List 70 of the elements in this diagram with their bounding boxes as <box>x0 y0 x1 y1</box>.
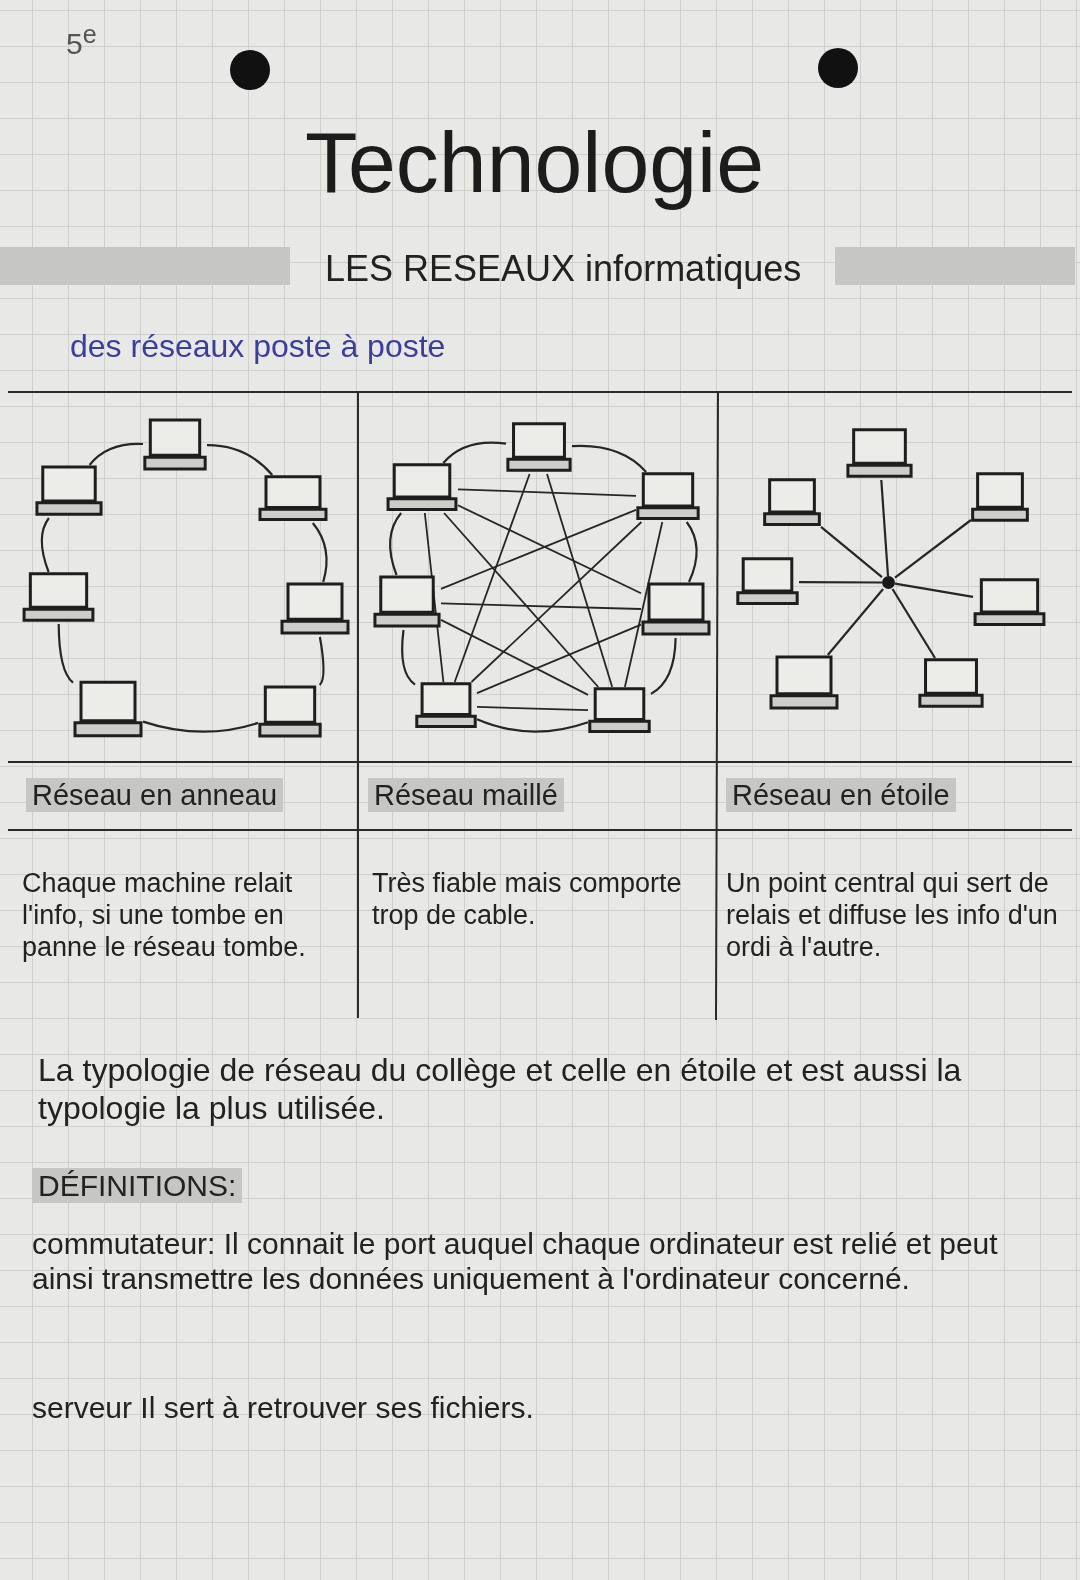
subtitle: LES RESEAUX informatiques <box>325 248 802 291</box>
grade-label: 5$^{e}$ <box>66 20 97 62</box>
network-cable <box>142 720 259 733</box>
laptop-icon <box>280 582 350 637</box>
network-cable <box>476 706 589 711</box>
network-cable <box>57 623 74 684</box>
network-cable <box>88 442 143 466</box>
network-cable <box>826 588 884 656</box>
network-cable <box>453 473 531 683</box>
laptop-icon <box>641 582 711 638</box>
network-cable <box>799 581 882 584</box>
description-text: Chaque machine relait l'info, si une tombe en panne le réseau tombe. <box>22 868 307 964</box>
hub-dot-icon <box>882 576 895 589</box>
network-cable <box>457 488 637 497</box>
laptop-icon <box>973 578 1046 628</box>
network-cable <box>476 718 589 733</box>
laptop-icon <box>846 428 913 480</box>
page-title: Technologie <box>305 113 765 212</box>
network-cable <box>442 441 507 464</box>
laptop-icon <box>763 478 821 528</box>
definitions-heading: DÉFINITIONS: <box>32 1168 243 1204</box>
network-cable <box>40 517 50 573</box>
laptop-icon <box>35 465 103 518</box>
network-cable <box>423 512 445 683</box>
network-cable <box>440 602 642 610</box>
network-cable <box>476 623 642 694</box>
network-cable <box>401 629 416 686</box>
paragraph-text: La typologie de réseau du collège et celle en étoile et est aussi la typologie la plus utilisée. <box>38 1052 963 1128</box>
laptop-icon <box>736 557 799 607</box>
description-text: Très fiable mais comporte trop de cable. <box>372 868 683 932</box>
network-cable <box>311 522 328 583</box>
laptop-icon <box>22 572 95 624</box>
laptop-icon <box>415 682 477 730</box>
laptop-icon <box>918 658 984 710</box>
definition-text: serveur Il sert à retrouver ses fichiers. <box>32 1390 535 1426</box>
laptop-icon <box>386 463 458 513</box>
network-cable <box>880 479 890 577</box>
description-text: Un point central qui sert de relais et diffuse les info d'un ordi à l'autre. <box>726 868 1059 964</box>
laptop-icon <box>636 472 700 522</box>
laptop-icon <box>506 422 572 474</box>
network-cable <box>820 526 883 578</box>
network-cable <box>206 444 274 476</box>
network-type-heading: Réseau maillé <box>368 778 564 813</box>
network-type-heading: Réseau en étoile <box>726 778 956 813</box>
laptop-icon <box>73 680 143 740</box>
network-cable <box>457 504 642 595</box>
section-heading: des réseaux poste à poste <box>70 328 446 366</box>
definition-text: commutateur: Il connait le port auquel chaque ordinateur est relié et peut ainsi transmettre les données uniquement à l'ordinateur concerné. <box>32 1226 999 1297</box>
network-cable <box>440 619 589 696</box>
network-cable <box>894 519 972 579</box>
laptop-icon <box>588 687 651 735</box>
laptop-icon <box>971 472 1029 524</box>
laptop-icon <box>143 418 207 473</box>
network-cable <box>440 509 637 590</box>
laptop-icon <box>258 475 328 523</box>
network-cable <box>443 512 600 688</box>
network-cable <box>891 588 936 659</box>
network-cable <box>470 521 643 683</box>
network-cable <box>894 582 974 598</box>
laptop-icon <box>373 575 441 630</box>
network-type-heading: Réseau en anneau <box>26 778 284 813</box>
network-cable <box>571 444 647 473</box>
network-cable <box>389 512 402 576</box>
laptop-icon <box>769 655 839 712</box>
laptop-icon <box>258 685 322 740</box>
network-cable <box>318 636 325 686</box>
network-cable <box>624 521 664 688</box>
network-cable <box>650 637 677 695</box>
network-cable <box>685 521 698 583</box>
network-cable <box>546 473 614 688</box>
